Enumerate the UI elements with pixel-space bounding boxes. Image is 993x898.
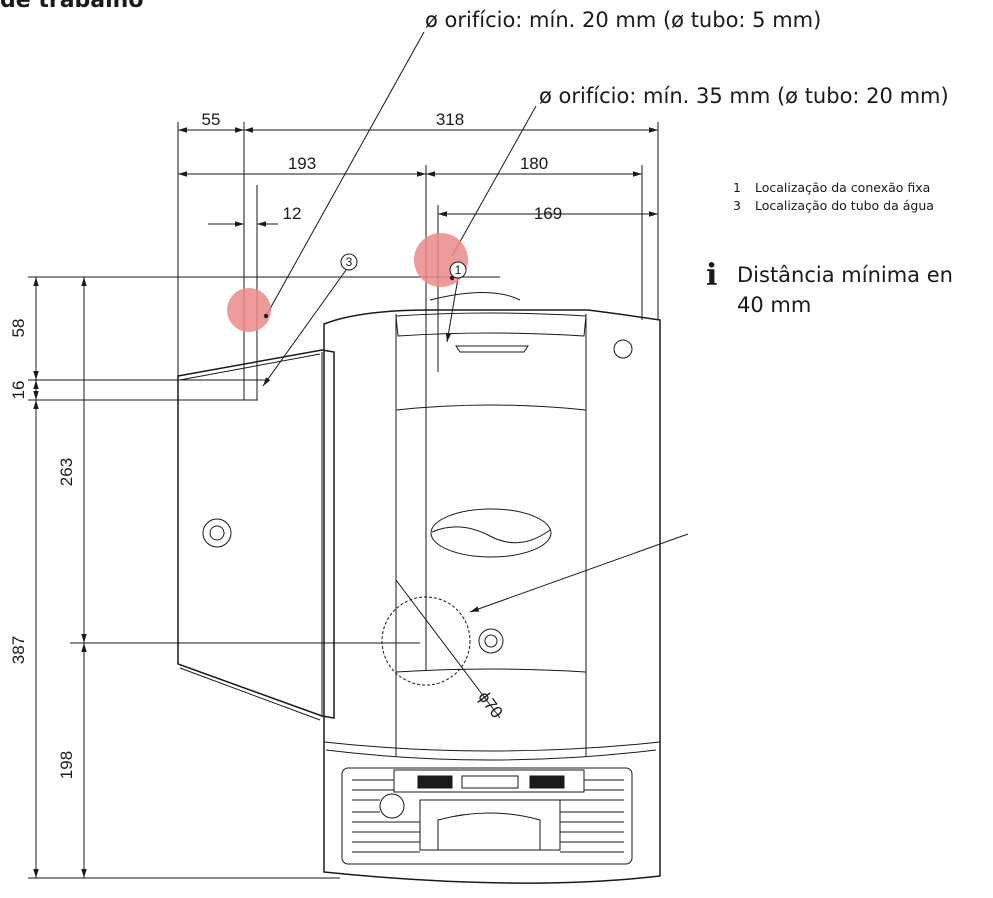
legend-item-3: 3 Localização do tubo da água [733, 198, 934, 213]
dim-58: 58 [9, 319, 28, 338]
note-hole-large: ø orifício: mín. 35 mm (ø tubo: 20 mm) [539, 84, 949, 108]
dim-diameter-70: ϕ70 [474, 688, 506, 722]
dim-12: 12 [283, 204, 302, 223]
legend-text: Localização do tubo da água [755, 198, 934, 213]
dim-318: 318 [436, 110, 464, 129]
callout-3-label: 3 [346, 255, 353, 269]
legend-item-1: 1 Localização da conexão fixa [733, 180, 930, 195]
hole-marker-large [414, 233, 468, 287]
callout-1 [449, 261, 467, 279]
callout-1-label: 1 [455, 263, 462, 277]
note-hole-small: ø orifício: mín. 20 mm (ø tubo: 5 mm) [425, 8, 822, 32]
dim-180: 180 [520, 154, 548, 173]
dim-55: 55 [202, 110, 221, 129]
info-note: Distância mínima en 40 mm [737, 260, 953, 320]
hole-marker-small [227, 288, 271, 332]
info-icon: i [706, 258, 718, 293]
dim-169: 169 [534, 204, 562, 223]
dim-263: 263 [57, 458, 76, 486]
dim-193: 193 [288, 154, 316, 173]
legend-number: 1 [733, 180, 741, 195]
page-title: de trabalho [0, 0, 144, 13]
dim-387: 387 [9, 636, 28, 664]
info-line-1: Distância mínima en [737, 263, 953, 287]
callout-3 [340, 253, 358, 271]
info-line-2: 40 mm [737, 293, 812, 317]
dim-198: 198 [57, 751, 76, 779]
dim-16: 16 [9, 381, 28, 400]
legend-number: 3 [733, 198, 741, 213]
legend-text: Localização da conexão fixa [755, 180, 931, 195]
